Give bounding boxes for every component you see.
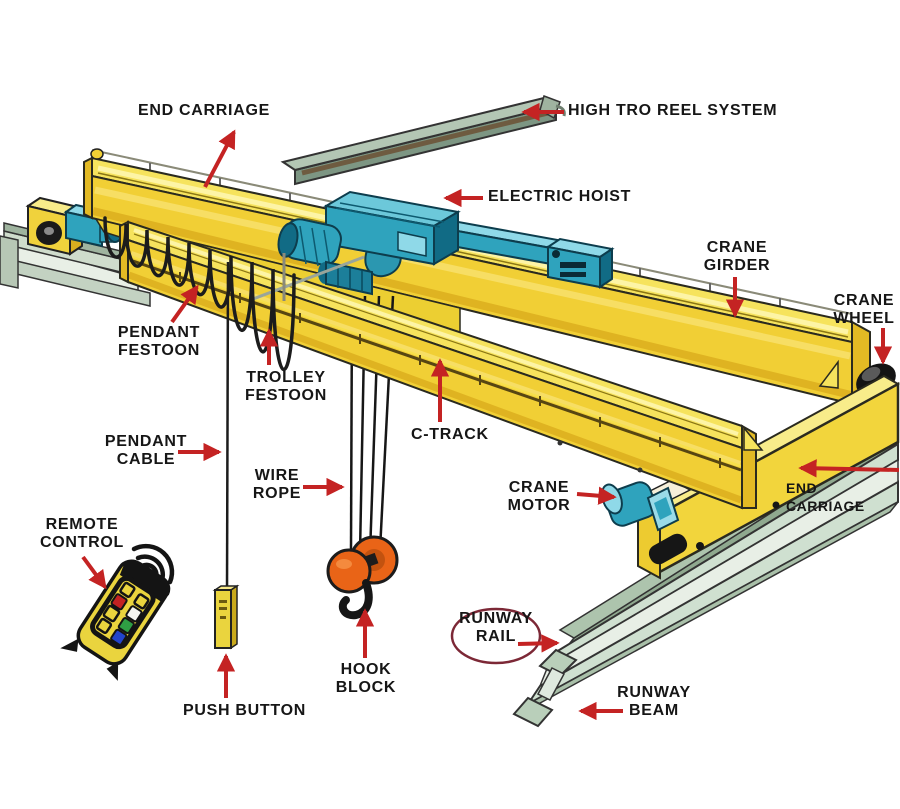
high-tro-reel-bar — [280, 95, 566, 186]
label-push-button: PUSH BUTTON — [183, 702, 306, 719]
callout-arrows — [81, 102, 900, 721]
label-remote-control: REMOTE CONTROL — [39, 516, 124, 551]
wireless-signal-icon — [131, 543, 175, 585]
arrow-end-carriage-top — [203, 129, 236, 188]
push-button-pendant — [212, 584, 240, 650]
label-trolley-festoon: TROLLEY FESTOON — [245, 369, 327, 404]
arrow-crane-motor — [576, 486, 617, 505]
arrow-remote-control — [81, 555, 107, 590]
label-end-carriage-right: END CARRIAGE — [786, 480, 865, 514]
label-wire-rope: WIRE ROPE — [252, 467, 302, 502]
pendant-cable — [225, 261, 230, 591]
label-electric-hoist: ELECTRIC HOIST — [488, 188, 632, 205]
label-hook-block: HOOK BLOCK — [335, 661, 397, 696]
crane-motor — [601, 481, 680, 532]
hook-block-structure — [326, 535, 399, 620]
label-pendant-cable: PENDANT CABLE — [104, 433, 188, 468]
arrow-pendant-festoon — [170, 284, 199, 324]
label-high-tro-reel-system: HIGH TRO REEL SYSTEM — [568, 102, 778, 119]
electric-hoist-structure — [277, 190, 615, 296]
arrow-runway-rail — [517, 634, 560, 653]
label-crane-girder: CRANE GIRDER — [703, 239, 771, 274]
label-runway-beam: RUNWAY BEAM — [617, 684, 691, 719]
label-pendant-festoon: PENDANT FESTOON — [117, 324, 201, 359]
arrow-end-carriage-right — [798, 459, 900, 478]
label-end-carriage-top: END CARRIAGE — [138, 102, 270, 119]
label-c-track: C-TRACK — [411, 426, 489, 443]
label-runway-rail: RUNWAY RAIL — [459, 610, 533, 645]
festoon-loops — [103, 216, 296, 372]
remote-control-device — [60, 559, 171, 681]
label-crane-motor: CRANE MOTOR — [507, 479, 571, 514]
runway-rail-ellipse — [450, 607, 542, 665]
label-crane-wheel: CRANE WHEEL — [833, 292, 895, 327]
